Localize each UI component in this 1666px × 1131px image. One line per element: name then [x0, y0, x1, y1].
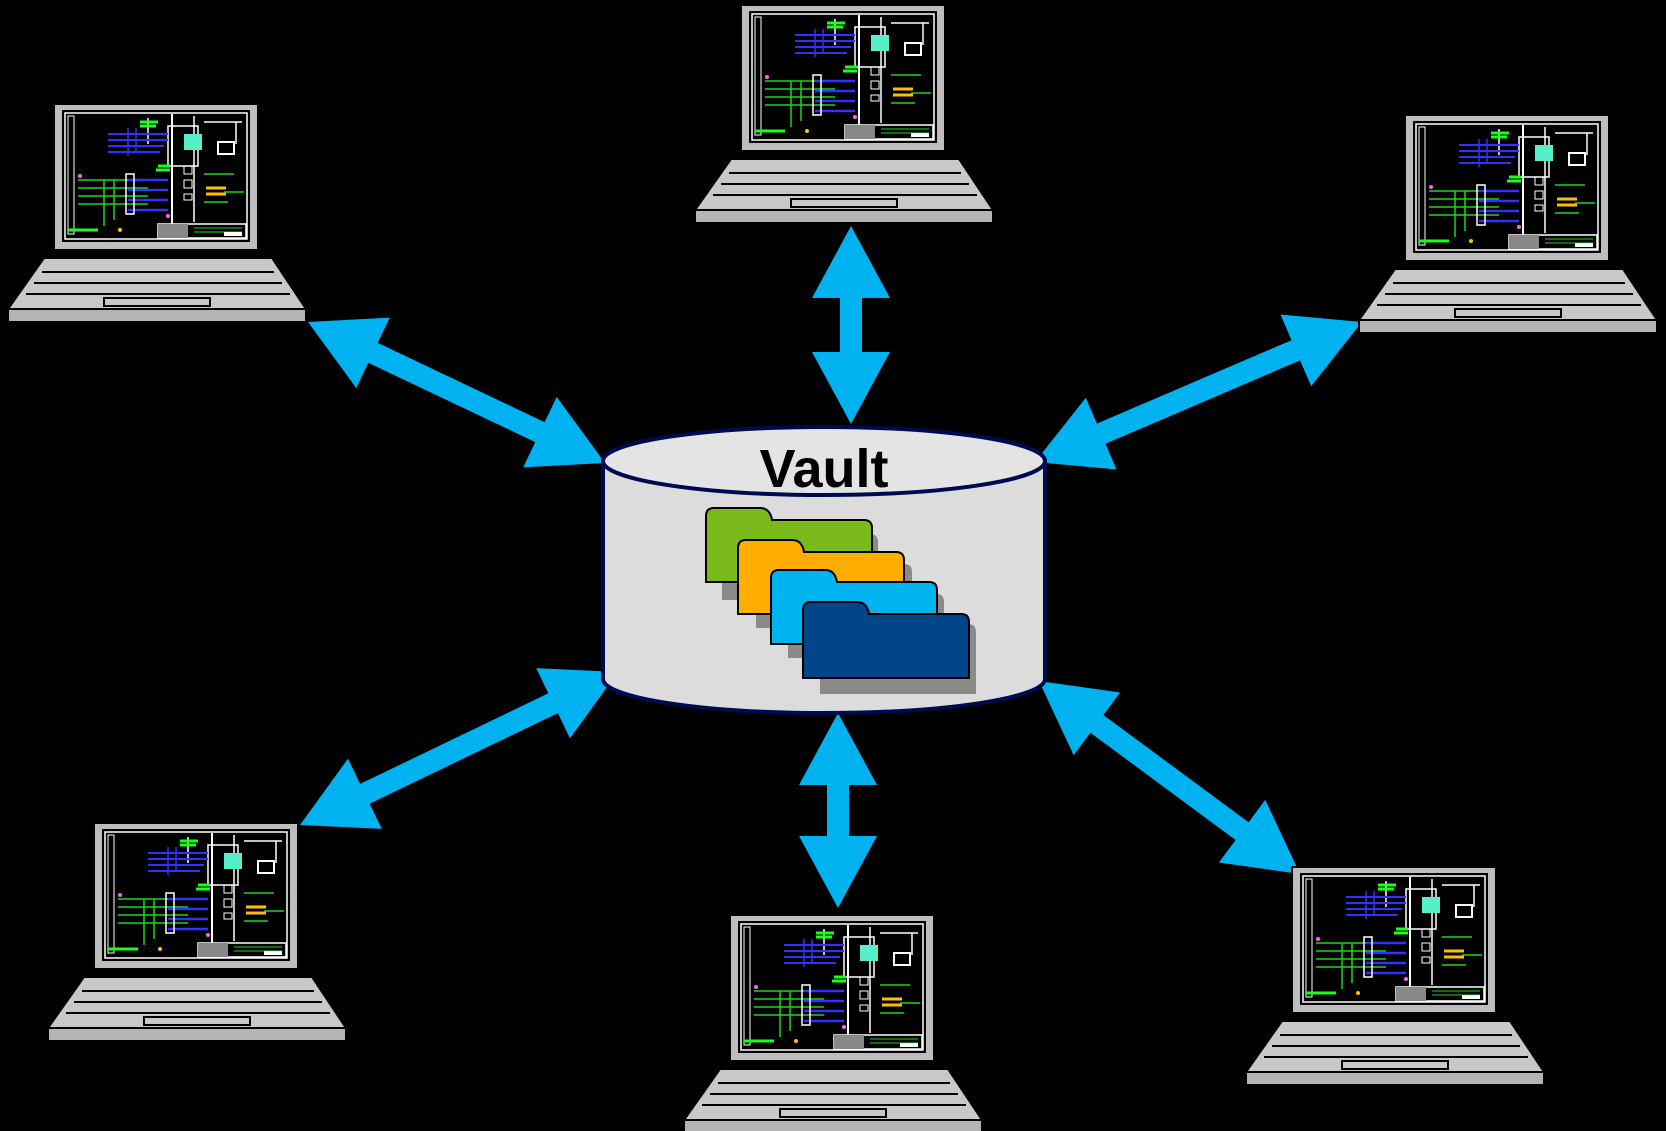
folder-darkblue-icon	[802, 601, 976, 694]
laptop-bottom-right	[1244, 865, 1546, 1087]
laptop-top-center	[693, 3, 995, 225]
laptop-top-left	[6, 102, 308, 324]
arrow-top-center	[812, 226, 890, 424]
arrow-bottom-right	[1039, 681, 1300, 874]
laptop-bottom-left	[46, 821, 348, 1043]
arrow-bottom-center	[799, 713, 877, 908]
vault-title: Vault	[759, 439, 888, 499]
arrow-top-left	[308, 317, 605, 468]
arrow-bottom-left	[300, 668, 618, 829]
laptop-bottom-center	[682, 913, 984, 1131]
arrow-top-right	[1035, 314, 1362, 470]
laptop-top-right	[1357, 113, 1659, 335]
arrows-group	[300, 226, 1362, 908]
vault-cylinder: Vault	[601, 425, 1047, 715]
